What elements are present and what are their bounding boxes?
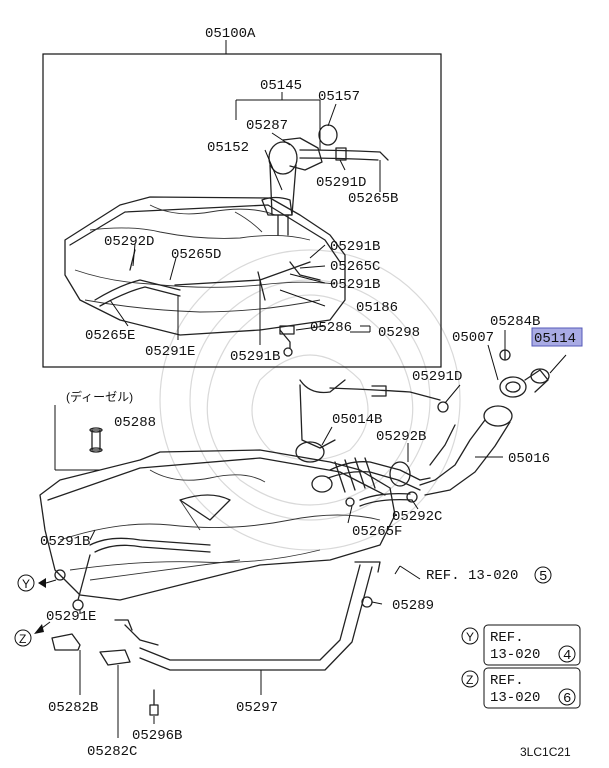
label-05016: 05016 <box>508 451 550 467</box>
svg-text:4: 4 <box>563 648 571 664</box>
label-05284B: 05284B <box>490 314 540 330</box>
lower-leader-lines <box>79 330 567 738</box>
label-05145: 05145 <box>260 78 302 94</box>
lower-left-clips <box>54 537 211 611</box>
upper-leader-lines <box>109 92 381 345</box>
label-05152: 05152 <box>207 140 249 156</box>
svg-text:REF.: REF. <box>490 673 524 689</box>
ref-box-z: Z REF. 13-020 6 <box>461 667 581 709</box>
label-05289: 05289 <box>392 598 434 614</box>
z-arrow-icon <box>34 624 44 634</box>
label-05297: 05297 <box>236 700 278 716</box>
label-05296B: 05296B <box>132 728 182 744</box>
label-05186: 05186 <box>356 300 398 316</box>
ref-main-circle <box>534 566 552 584</box>
label-05287: 05287 <box>246 118 288 134</box>
fuel-cap-assembly <box>499 349 550 398</box>
svg-text:Z: Z <box>466 673 473 687</box>
label-05282C: 05282C <box>87 744 137 760</box>
tank-strap <box>139 561 381 671</box>
diesel-pipe-part <box>54 405 103 471</box>
label-05291B-b: 05291B <box>330 277 380 293</box>
label-05292B: 05292B <box>376 429 426 445</box>
svg-text:Y: Y <box>466 630 474 644</box>
label-diesel: (ディーゼル) <box>66 389 133 404</box>
assembly-box <box>42 53 442 368</box>
label-ref-main: REF. 13-020 <box>426 568 518 584</box>
lower-pump-and-hoses <box>295 379 449 507</box>
label-05291D-top: 05291D <box>316 175 366 191</box>
watermark-emblem <box>159 249 461 551</box>
upper-fuel-tank <box>64 196 346 336</box>
label-05265E: 05265E <box>85 328 135 344</box>
filler-neck <box>419 405 513 496</box>
label-05288: 05288 <box>114 415 156 431</box>
label-05265B: 05265B <box>348 191 398 207</box>
ref-box-y: Y REF. 13-020 4 <box>461 624 581 666</box>
label-05007: 05007 <box>452 330 494 346</box>
lower-fuel-tank <box>39 449 396 601</box>
label-z-marker: Z <box>19 632 26 646</box>
label-ref-main-num: 5 <box>539 569 547 585</box>
label-05100A: 05100A <box>205 26 256 42</box>
svg-text:13-020: 13-020 <box>490 647 540 663</box>
label-05265D: 05265D <box>171 247 221 263</box>
svg-text:6: 6 <box>563 691 571 707</box>
label-05291E-low: 05291E <box>46 609 96 625</box>
label-05291B-low: 05291B <box>40 534 90 550</box>
highlight-05114 <box>531 327 583 347</box>
label-05291B-a: 05291B <box>330 239 380 255</box>
brackets <box>51 619 159 716</box>
y-arrow-icon <box>38 578 46 588</box>
label-05292C: 05292C <box>392 509 442 525</box>
z-marker-circle <box>14 629 32 647</box>
svg-text:REF.: REF. <box>490 630 524 646</box>
label-05298: 05298 <box>378 325 420 341</box>
label-05014B: 05014B <box>332 412 382 428</box>
label-05286: 05286 <box>310 320 352 336</box>
svg-text:13-020: 13-020 <box>490 690 540 706</box>
label-05265F: 05265F <box>352 524 402 540</box>
label-y-marker: Y <box>22 577 30 591</box>
y-marker-circle <box>17 574 35 592</box>
label-05291E-top: 05291E <box>145 344 195 360</box>
label-05291D-mid: 05291D <box>412 369 462 385</box>
diagram-code: 3LC1C21 <box>520 745 571 759</box>
label-05114[interactable]: 05114 <box>534 331 576 347</box>
label-05282B: 05282B <box>48 700 98 716</box>
label-05157: 05157 <box>318 89 360 105</box>
label-05292D: 05292D <box>104 234 154 250</box>
label-05291B-c: 05291B <box>230 349 280 365</box>
label-05265C: 05265C <box>330 259 380 275</box>
